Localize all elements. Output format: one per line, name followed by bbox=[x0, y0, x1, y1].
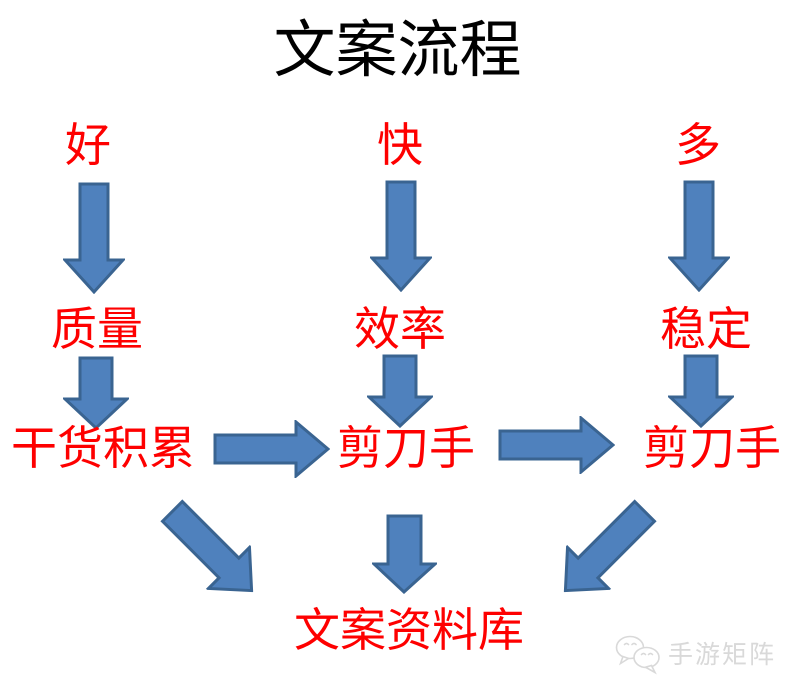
label-fast: 快 bbox=[377, 120, 423, 171]
arrow-down-scissorhands-to-database bbox=[372, 514, 437, 594]
label-quality: 质量 bbox=[51, 304, 143, 355]
arrow-down-many-to-stability bbox=[668, 180, 730, 292]
label-stability: 稳定 bbox=[660, 304, 752, 355]
watermark-text: 手游矩阵 bbox=[668, 640, 777, 669]
label-good: 好 bbox=[65, 120, 111, 171]
arrow-down-stability-to-scissorhands bbox=[668, 354, 734, 428]
arrow-down-fast-to-efficiency bbox=[370, 180, 432, 292]
arrow-down-quality-to-accumulation bbox=[63, 356, 129, 430]
label-scissorhands-right: 剪刀手 bbox=[643, 423, 781, 474]
arrow-right-accumulation-to-scissorhands bbox=[213, 420, 330, 478]
page-title: 文案流程 bbox=[273, 17, 522, 85]
watermark: 手游矩阵 bbox=[614, 634, 776, 676]
label-many: 多 bbox=[675, 120, 721, 171]
wechat-icon bbox=[615, 635, 660, 675]
label-knowledge-accumulation: 干货积累 bbox=[11, 423, 195, 474]
arrow-down-efficiency-to-scissorhands bbox=[367, 354, 433, 428]
arrow-diagonal-scissorhands-to-database bbox=[542, 488, 668, 614]
label-scissorhands-mid: 剪刀手 bbox=[337, 423, 475, 474]
arrow-right-scissorhands-to-scissorhands bbox=[498, 416, 615, 474]
arrow-diagonal-accumulation-to-database bbox=[149, 488, 275, 614]
label-copy-database: 文案资料库 bbox=[294, 605, 524, 656]
arrow-down-good-to-quality bbox=[63, 182, 125, 294]
label-efficiency: 效率 bbox=[354, 304, 446, 355]
